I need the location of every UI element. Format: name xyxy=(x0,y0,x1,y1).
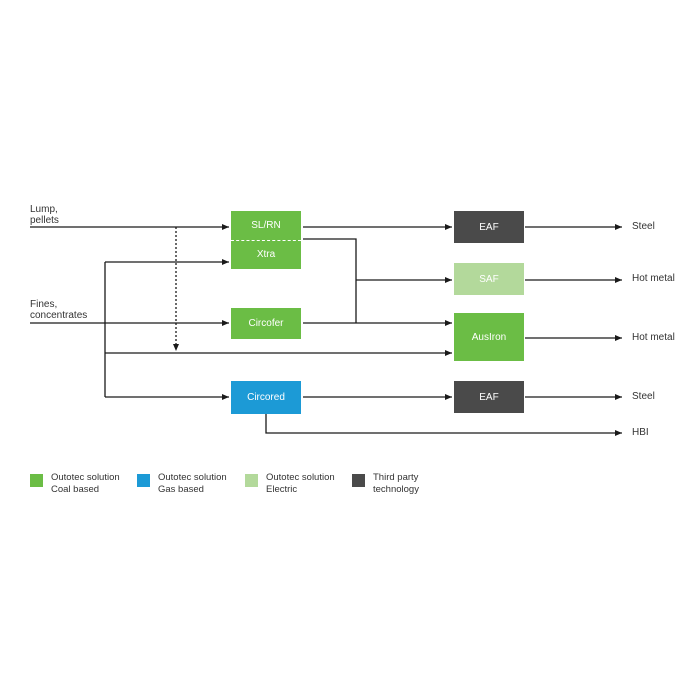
output-hbi: HBI xyxy=(632,427,649,438)
circofer-box: Circofer xyxy=(231,308,301,339)
output-hot-metal-ausiron: Hot metal xyxy=(632,332,675,343)
legend-coal-line2: Coal based xyxy=(51,484,100,495)
ausiron-box: AusIron xyxy=(454,313,524,361)
input-fines-concentrates: Fines, concentrates xyxy=(30,299,87,321)
legend-text-electric: Outotec solution Electric xyxy=(266,472,335,496)
legend-coal-line1: Outotec solution xyxy=(51,472,120,483)
input-fines-line2: concentrates xyxy=(30,310,88,321)
input-lump-line1: Lump, xyxy=(30,204,58,215)
legend-text-coal: Outotec solution Coal based xyxy=(51,472,120,496)
eaf-bottom-box: EAF xyxy=(454,381,524,413)
legend-third-party: Third party technology xyxy=(352,472,419,496)
arrow-circored-to-hbi xyxy=(265,414,622,436)
output-hot-metal-saf: Hot metal xyxy=(632,273,675,284)
legend-swatch-electric xyxy=(245,474,258,487)
xtra-label: Xtra xyxy=(256,249,276,260)
legend-electric-line2: Electric xyxy=(266,484,298,495)
slrn-xtra-box: SL/RN Xtra xyxy=(231,211,301,269)
legend-swatch-coal xyxy=(30,474,43,487)
xtra-link xyxy=(303,238,357,323)
output-steel-bottom: Steel xyxy=(632,391,655,402)
legend-third-party-line2: technology xyxy=(373,484,419,495)
legend-coal-based: Outotec solution Coal based xyxy=(30,472,120,496)
legend-text-gas: Outotec solution Gas based xyxy=(158,472,227,496)
output-steel-top: Steel xyxy=(632,221,655,232)
legend-swatch-third-party xyxy=(352,474,365,487)
legend-swatch-gas xyxy=(137,474,150,487)
circored-box: Circored xyxy=(231,381,301,414)
legend-gas-line2: Gas based xyxy=(158,484,204,495)
slrn-xtra-divider xyxy=(231,240,301,241)
legend-text-third-party: Third party technology xyxy=(373,472,419,496)
slrn-label: SL/RN xyxy=(251,220,281,231)
input-lump-line2: pellets xyxy=(30,215,59,226)
legend-gas-line1: Outotec solution xyxy=(158,472,227,483)
saf-box: SAF xyxy=(454,263,524,295)
legend-gas-based: Outotec solution Gas based xyxy=(137,472,227,496)
legend-third-party-line1: Third party xyxy=(373,472,419,483)
eaf-top-box: EAF xyxy=(454,211,524,243)
input-lump-pellets: Lump, pellets xyxy=(30,204,59,226)
input-fines-line1: Fines, xyxy=(30,299,58,310)
legend-electric-line1: Outotec solution xyxy=(266,472,335,483)
legend-electric: Outotec solution Electric xyxy=(245,472,335,496)
